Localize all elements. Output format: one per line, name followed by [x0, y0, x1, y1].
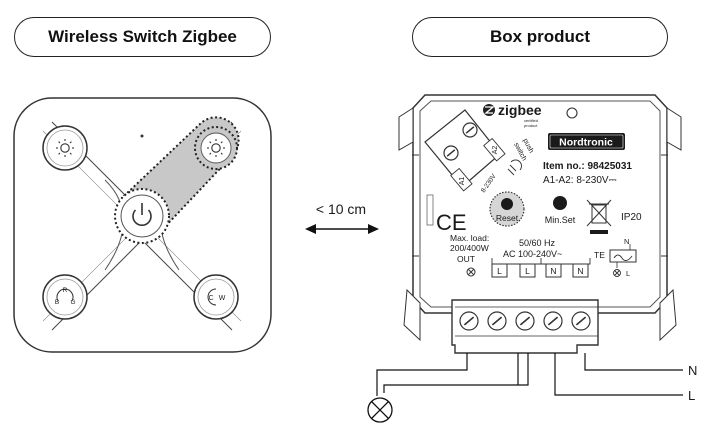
wire-n-label: N	[688, 363, 697, 378]
rgb-letter-g: G	[70, 299, 75, 306]
terminal-screw-icon	[515, 311, 535, 331]
terminal-letter-1: L	[497, 266, 502, 276]
side-clip-left	[403, 288, 421, 342]
ct-letter-c: C	[208, 295, 213, 302]
zigbee-tagline-1: certified	[524, 118, 538, 123]
side-slot	[426, 194, 434, 226]
wire-out-to-lamp	[376, 353, 468, 396]
distance-indicator: < 10 cm	[305, 201, 379, 234]
lamp-icon	[367, 397, 393, 423]
rgb-mode-button[interactable]: R B G	[42, 274, 88, 320]
brightness-high-icon	[207, 139, 225, 157]
terminal-letter-2: L	[525, 266, 530, 276]
arrow-right-head-icon	[368, 224, 379, 234]
zigbee-logo: zigbee certified product	[483, 102, 542, 128]
led-hole	[566, 107, 578, 119]
max-load-label: Max. load:	[450, 233, 489, 243]
wiring	[376, 353, 683, 396]
rgb-letter-b: B	[55, 299, 59, 306]
device-box: A1 A2 8-230V push switch zigbee certifie…	[398, 94, 682, 354]
a2-label: A2	[492, 146, 499, 155]
terminal-letter-4: N	[577, 266, 583, 276]
weee-bin-icon	[586, 199, 612, 234]
terminal-screw-icon	[459, 311, 479, 331]
wire-lamp-neutral	[383, 353, 529, 393]
min-set-label: Min.Set	[545, 215, 576, 225]
wire-l	[554, 353, 683, 396]
distance-label: < 10 cm	[316, 201, 366, 217]
te-label: TE	[594, 250, 605, 260]
te-n-label: N	[624, 237, 629, 246]
ct-letter-w: W	[219, 295, 226, 302]
out-label: OUT	[457, 254, 475, 264]
terminal-screw-icon	[543, 311, 563, 331]
device-case-inner	[419, 100, 661, 308]
max-load-value: 200/400W	[450, 243, 489, 253]
power-button[interactable]	[114, 188, 170, 244]
color-temperature-icon: C W	[207, 288, 226, 306]
terminal-letter-3: N	[550, 266, 556, 276]
reset-button[interactable]: Reset	[489, 191, 525, 227]
terminal-legend: L L N N N L	[466, 237, 637, 278]
ac-range-label: AC 100-240V~	[503, 249, 562, 259]
brand-badge: Nordtronic	[548, 133, 625, 150]
item-number: Item no.: 98425031	[543, 161, 632, 172]
brightness-low-icon	[56, 139, 74, 157]
brightness-up-button[interactable]	[194, 126, 238, 170]
min-set-button[interactable]: Min.Set	[545, 196, 576, 225]
arrow-left-head-icon	[305, 224, 316, 234]
te-l-label: L	[626, 269, 630, 278]
terminal-screw-icon	[487, 311, 507, 331]
rgb-letter-r: R	[63, 287, 68, 294]
reset-label: Reset	[496, 213, 519, 223]
ce-mark: CE	[436, 210, 467, 235]
side-clip-right	[659, 288, 677, 342]
zigbee-wordmark: zigbee	[498, 102, 542, 118]
terminal-screw-icon	[571, 311, 591, 331]
wire-l-label: L	[688, 388, 695, 403]
status-led	[140, 134, 144, 138]
brand-name: Nordtronic	[559, 137, 613, 149]
wire-n	[584, 353, 683, 371]
brightness-down-button[interactable]	[42, 125, 88, 171]
ip-rating: IP20	[621, 212, 642, 223]
power-icon	[132, 203, 152, 226]
box-product-title: Box product	[412, 17, 668, 57]
mains-terminal-block	[451, 299, 599, 354]
side-clip-top-right	[666, 107, 682, 151]
zigbee-tagline-2: product	[524, 123, 538, 128]
side-clip-top-left	[398, 107, 414, 151]
a1-a2-rating: A1-A2: 8-230V⎓	[543, 175, 617, 186]
remote-switch: R B G C W	[13, 97, 272, 353]
a1-label: A1	[459, 177, 466, 186]
frequency-label: 50/60 Hz	[519, 238, 556, 248]
wireless-switch-title: Wireless Switch Zigbee	[14, 17, 271, 57]
color-temperature-button[interactable]: C W	[193, 274, 239, 320]
rgb-cycle-icon: R B G	[55, 287, 76, 306]
push-switch-icon	[507, 159, 522, 176]
